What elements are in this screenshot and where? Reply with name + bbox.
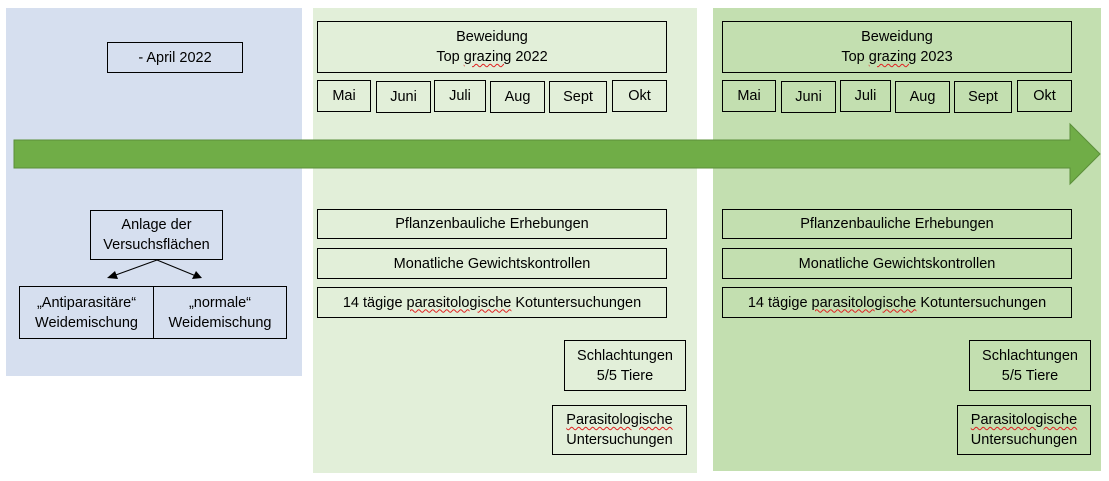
- kot-post: Kotuntersuchungen: [916, 294, 1047, 311]
- kot-label: 14 tägige parasitologische Kotuntersuchu…: [748, 293, 1046, 313]
- month-label: Juli: [449, 88, 471, 104]
- pflanzen-label: Pflanzenbauliche Erhebungen: [800, 216, 994, 232]
- para-line2: Untersuchungen: [970, 432, 1078, 448]
- kot-box: 14 tägige parasitologische Kotuntersuchu…: [317, 287, 667, 318]
- kot-label: 14 tägige parasitologische Kotuntersuchu…: [343, 293, 641, 313]
- month-aug: Aug: [895, 81, 950, 113]
- gewicht-box: Monatliche Gewichtskontrollen: [317, 248, 667, 279]
- month-okt: Okt: [1017, 80, 1072, 112]
- month-mai: Mai: [317, 80, 371, 112]
- kot-parasitologische: parasitologische: [811, 294, 917, 311]
- kot-pre: 14 tägige: [342, 294, 407, 311]
- phase-setup-panel: [6, 8, 302, 376]
- gewicht-box: Monatliche Gewichtskontrollen: [722, 248, 1072, 279]
- gewicht-label: Monatliche Gewichtskontrollen: [393, 255, 591, 272]
- month-label: Juli: [854, 88, 877, 104]
- connector-arrow-right: [156, 259, 197, 277]
- month-label: Mai: [332, 88, 356, 104]
- pflanzen-label: Pflanzenbauliche Erhebungen: [395, 216, 589, 232]
- schlacht-line1: Schlachtungen: [982, 347, 1078, 364]
- month-aug: Aug: [490, 81, 545, 113]
- anlage-line2: Versuchsflächen: [103, 237, 210, 253]
- month-juni: Juni: [781, 81, 836, 113]
- month-label: Okt: [628, 88, 651, 104]
- kot-box: 14 tägige parasitologische Kotuntersuchu…: [722, 287, 1072, 318]
- connector-arrow-left: [112, 259, 158, 277]
- gewicht-label: Monatliche Gewichtskontrollen: [798, 255, 996, 272]
- title-year: 2022: [511, 49, 548, 65]
- month-label: Okt: [1033, 88, 1056, 104]
- title-year: 2023: [916, 49, 953, 65]
- variant-antiparasitic-box: „Antiparasitäre“ Weidemischung: [19, 286, 154, 339]
- grazing-title-line2: Top grazing 2022: [436, 47, 547, 67]
- pflanzen-box: Pflanzenbauliche Erhebungen: [317, 209, 667, 239]
- grazing-title-box: Beweidung Top grazing 2023: [722, 21, 1072, 73]
- month-label: Mai: [737, 88, 761, 104]
- phase-2023-panel: [713, 8, 1101, 471]
- kot-pre: 14 tägige: [747, 294, 812, 311]
- variant-b-line2: Weidemischung: [168, 314, 272, 331]
- date-label: - April 2022: [138, 49, 212, 66]
- schlacht-box: Schlachtungen 5/5 Tiere: [564, 340, 686, 391]
- month-juli: Juli: [434, 80, 486, 112]
- month-label: Aug: [504, 89, 531, 105]
- time-arrow: [13, 122, 1101, 186]
- month-label: Aug: [909, 89, 936, 105]
- schlacht-line2: 5/5 Tiere: [596, 367, 654, 384]
- month-label: Sept: [563, 89, 593, 105]
- grazing-title-line1: Beweidung: [861, 29, 933, 45]
- month-sept: Sept: [954, 81, 1012, 113]
- date-box: - April 2022: [107, 42, 243, 73]
- anlage-line1: Anlage der: [121, 217, 192, 233]
- grazing-title-line1: Beweidung: [456, 29, 528, 45]
- grazing-title-box: Beweidung Top grazing 2022: [317, 21, 667, 73]
- para-line2: Untersuchungen: [566, 432, 673, 448]
- arrowhead-right: [192, 271, 202, 279]
- month-label: Juni: [795, 89, 822, 105]
- arrowhead-left: [107, 271, 118, 279]
- month-juni: Juni: [376, 81, 431, 113]
- month-label: Sept: [968, 89, 998, 105]
- para-line1: Parasitologische: [970, 412, 1078, 428]
- anlage-box: Anlage der Versuchsflächen: [90, 210, 223, 260]
- para-line1: Parasitologische: [566, 412, 673, 428]
- variant-a-line2: Weidemischung: [35, 314, 138, 331]
- title-top: Top: [436, 49, 464, 65]
- pflanzen-box: Pflanzenbauliche Erhebungen: [722, 209, 1072, 239]
- phase-2022-panel: [313, 8, 697, 473]
- month-sept: Sept: [549, 81, 607, 113]
- schlacht-box: Schlachtungen 5/5 Tiere: [969, 340, 1091, 391]
- schlacht-line2: 5/5 Tiere: [1001, 367, 1059, 384]
- title-top: Top: [841, 49, 869, 65]
- month-juli: Juli: [840, 80, 891, 112]
- para-box: Parasitologische Untersuchungen: [957, 405, 1091, 455]
- schlacht-line1: Schlachtungen: [577, 347, 673, 364]
- title-grazing: grazing: [868, 49, 917, 65]
- variant-a-line1: „Antiparasitäre“: [36, 294, 137, 311]
- para-box: Parasitologische Untersuchungen: [552, 405, 687, 455]
- month-okt: Okt: [612, 80, 667, 112]
- month-mai: Mai: [722, 80, 776, 112]
- variant-normal-box: „normale“ Weidemischung: [153, 286, 287, 339]
- kot-parasitologische: parasitologische: [406, 294, 512, 311]
- grazing-title-line2: Top grazing 2023: [841, 47, 952, 67]
- title-grazing: grazing: [463, 49, 512, 65]
- kot-post: Kotuntersuchungen: [511, 294, 642, 311]
- variant-b-line1: „normale“: [188, 294, 252, 311]
- month-label: Juni: [390, 89, 417, 105]
